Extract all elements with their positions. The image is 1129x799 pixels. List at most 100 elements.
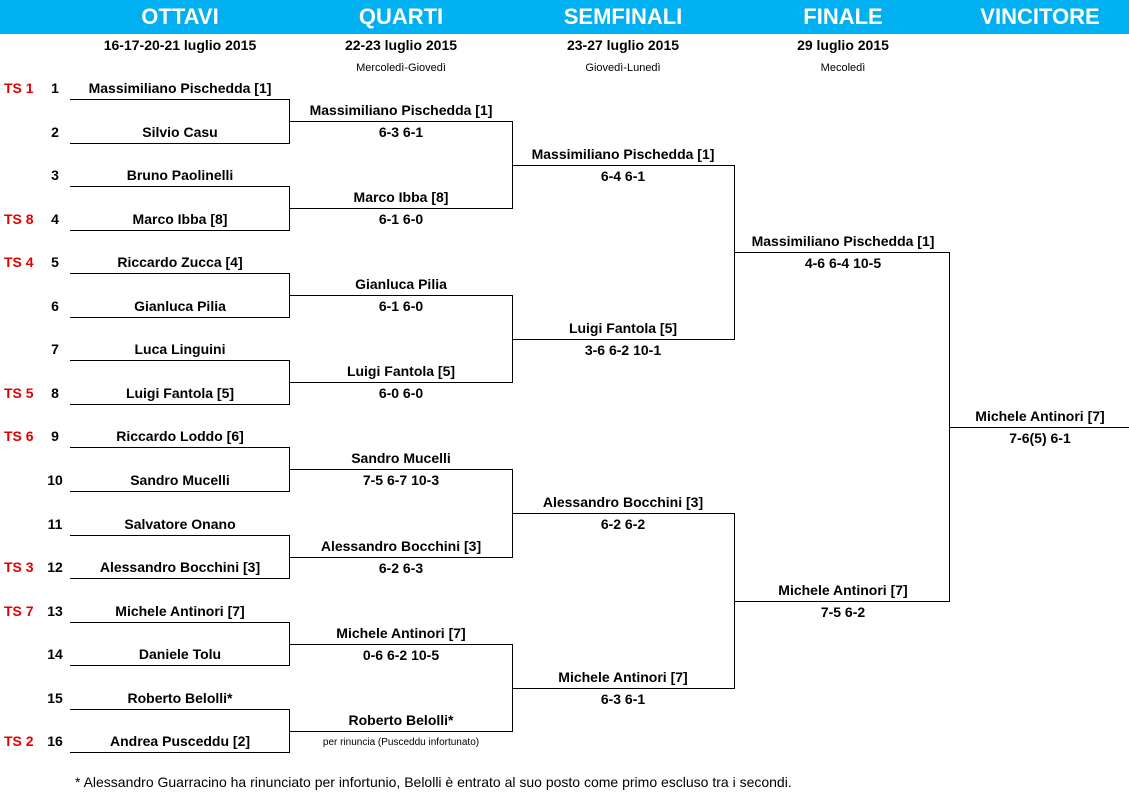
- draw-position: 8: [51, 385, 59, 401]
- finale-winner: Michele Antinori [7]: [778, 582, 908, 598]
- quarti-score: 7-5 6-7 10-3: [362, 472, 440, 488]
- finale-score: 7-5 6-2: [820, 604, 866, 620]
- bracket-line: [734, 601, 950, 602]
- draw-position: 12: [47, 559, 63, 575]
- player-name: Riccardo Zucca [4]: [117, 254, 243, 270]
- quarti-winner: Massimiliano Pischedda [1]: [309, 102, 493, 118]
- player-name: Silvio Casu: [142, 124, 218, 140]
- draw-position: 1: [51, 80, 59, 96]
- round-title: QUARTI: [358, 4, 444, 29]
- quarti-score: 6-1 6-0: [378, 211, 424, 227]
- round-dates: 23-27 luglio 2015: [566, 37, 680, 53]
- quarti-note: per rinuncia (Pusceddu infortunato): [322, 737, 480, 748]
- draw-position: 7: [51, 341, 59, 357]
- seed-tag: TS 5: [4, 385, 34, 401]
- bracket-line: [512, 688, 735, 689]
- champion-name: Michele Antinori [7]: [975, 408, 1105, 424]
- quarti-score: 6-3 6-1: [378, 124, 424, 140]
- quarti-winner: Alessandro Bocchini [3]: [320, 538, 482, 554]
- seed-tag: TS 6: [4, 428, 34, 444]
- semifinale-winner: Massimiliano Pischedda [1]: [531, 146, 715, 162]
- draw-position: 9: [51, 428, 59, 444]
- bracket-line: [70, 622, 290, 623]
- finale-winner: Massimiliano Pischedda [1]: [751, 233, 935, 249]
- round-dates: 29 luglio 2015: [797, 37, 889, 53]
- seed-tag: TS 3: [4, 559, 34, 575]
- bracket-line: [289, 295, 513, 296]
- semifinale-winner: Alessandro Bocchini [3]: [542, 494, 704, 510]
- bracket-line: [734, 252, 950, 253]
- seed-tag: TS 4: [4, 254, 34, 270]
- bracket-line: [289, 731, 513, 732]
- quarti-winner: Roberto Belolli*: [348, 712, 454, 728]
- quarti-winner: Luigi Fantola [5]: [346, 363, 456, 379]
- quarti-winner: Gianluca Pilia: [355, 276, 447, 292]
- quarti-winner: Sandro Mucelli: [351, 450, 451, 466]
- bracket-line: [70, 360, 290, 361]
- round-title: FINALE: [803, 4, 883, 29]
- quarti-score: 0-6 6-2 10-5: [362, 647, 440, 663]
- quarti-score: 6-2 6-3: [378, 560, 424, 576]
- player-name: Massimiliano Pischedda [1]: [88, 80, 272, 96]
- champion-score: 7-6(5) 6-1: [1009, 430, 1071, 446]
- seed-tag: TS 2: [4, 733, 34, 749]
- bracket-line: [289, 644, 513, 645]
- bracket-line: [289, 208, 513, 209]
- draw-position: 14: [47, 646, 63, 662]
- player-name: Riccardo Loddo [6]: [116, 428, 244, 444]
- semifinale-score: 3-6 6-2 10-1: [584, 342, 662, 358]
- bracket-line: [512, 513, 735, 514]
- bracket-line: [70, 665, 290, 666]
- player-name: Luca Linguini: [134, 341, 226, 357]
- bracket-line: [512, 165, 735, 166]
- draw-position: 6: [51, 298, 59, 314]
- round-days: Giovedì-Lunedì: [585, 62, 661, 74]
- player-name: Gianluca Pilia: [134, 298, 226, 314]
- round-title: VINCITORE: [980, 4, 1100, 29]
- round-dates: 16-17-20-21 luglio 2015: [103, 37, 257, 53]
- draw-position: 2: [51, 124, 59, 140]
- player-name: Daniele Tolu: [138, 646, 222, 662]
- bracket-line: [70, 709, 290, 710]
- finale-score: 4-6 6-4 10-5: [804, 255, 882, 271]
- semifinale-score: 6-3 6-1: [600, 691, 646, 707]
- semifinale-winner: Michele Antinori [7]: [558, 669, 688, 685]
- round-dates: 22-23 luglio 2015: [344, 37, 458, 53]
- draw-position: 4: [51, 211, 59, 227]
- player-name: Roberto Belolli*: [127, 690, 233, 706]
- bracket-line: [70, 447, 290, 448]
- bracket-line: [70, 535, 290, 536]
- round-days: Mecoledì: [820, 62, 866, 74]
- bracket-line: [70, 578, 290, 579]
- bracket-line: [289, 557, 513, 558]
- semifinale-winner: Luigi Fantola [5]: [568, 320, 678, 336]
- semifinale-score: 6-4 6-1: [600, 168, 646, 184]
- bracket-line: [70, 273, 290, 274]
- seed-tag: TS 8: [4, 211, 34, 227]
- player-name: Michele Antinori [7]: [115, 603, 245, 619]
- round-days: Mercoledì-Giovedì: [356, 62, 446, 74]
- bracket-line: [70, 752, 290, 753]
- player-name: Bruno Paolinelli: [126, 167, 234, 183]
- bracket-line: [70, 317, 290, 318]
- player-name: Salvatore Onano: [124, 516, 236, 532]
- draw-position: 16: [47, 733, 63, 749]
- player-name: Sandro Mucelli: [130, 472, 230, 488]
- bracket-line: [70, 491, 290, 492]
- draw-position: 11: [47, 516, 63, 532]
- quarti-score: 6-0 6-0: [378, 385, 424, 401]
- semifinale-score: 6-2 6-2: [600, 516, 646, 532]
- round-title: SEMFINALI: [563, 4, 683, 29]
- header-bar: [0, 0, 1129, 34]
- player-name: Luigi Fantola [5]: [125, 385, 235, 401]
- bracket-line: [70, 230, 290, 231]
- player-name: Marco Ibba [8]: [132, 211, 228, 227]
- bracket-line: [70, 404, 290, 405]
- bracket-line: [289, 469, 513, 470]
- quarti-score: 6-1 6-0: [378, 298, 424, 314]
- draw-position: 10: [47, 472, 63, 488]
- bracket-line: [289, 382, 513, 383]
- round-title: OTTAVI: [141, 4, 219, 29]
- bracket-line: [70, 99, 290, 100]
- bracket-line: [70, 143, 290, 144]
